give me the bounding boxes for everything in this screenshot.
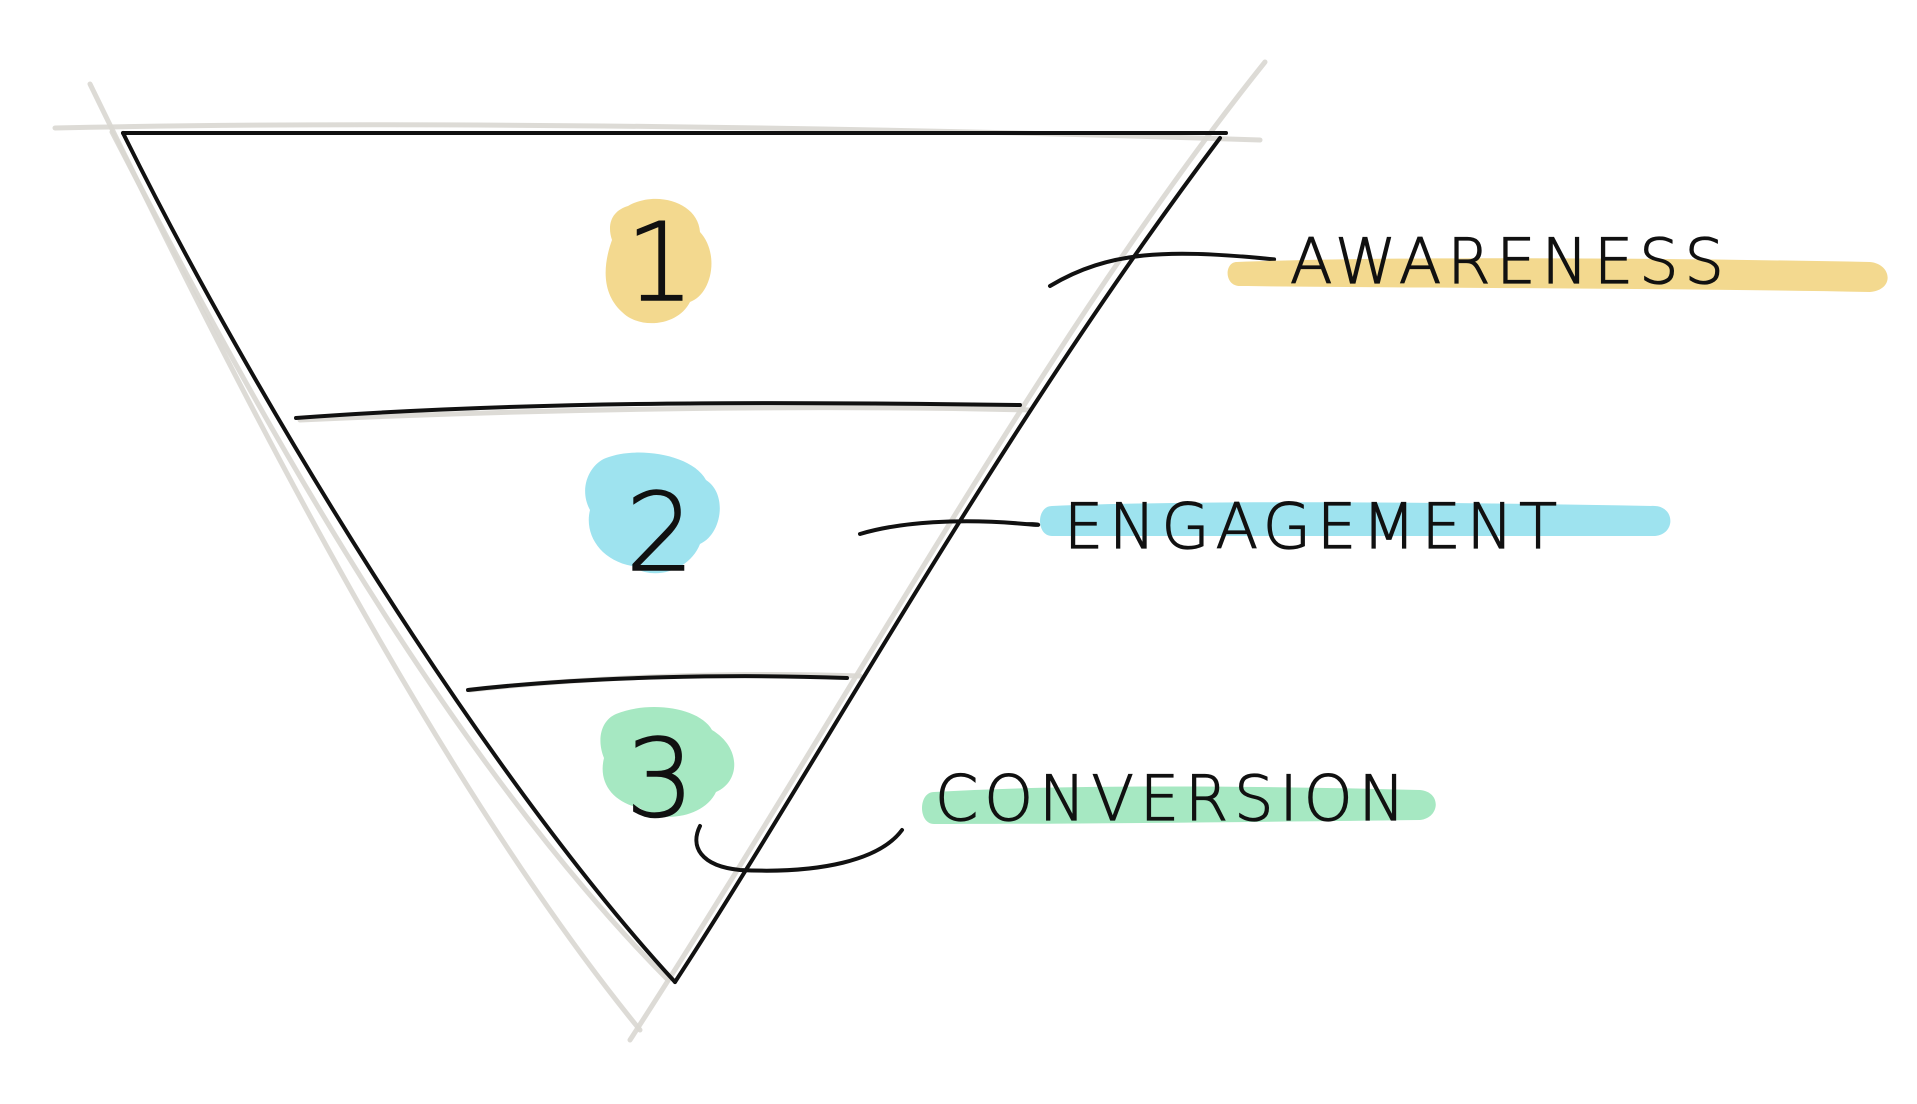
stage-number-3: 3: [626, 717, 695, 842]
leader-line-1: [1048, 251, 1277, 288]
number-blob-2: [585, 452, 720, 574]
stage-number-2: 2: [626, 471, 695, 596]
divider-1-2: [294, 401, 1022, 420]
stage-number-1: 1: [626, 201, 695, 326]
label-highlight-1: [1227, 258, 1888, 292]
stage-label-1: AWARENESS: [1290, 225, 1730, 298]
label-highlight-3: [922, 786, 1436, 824]
label-highlight-2: [1040, 502, 1671, 536]
leader-line-3: [694, 824, 904, 873]
stage-engagement: 2 ENGAGEMENT: [585, 452, 1671, 597]
number-blob-3: [600, 707, 735, 817]
stage-label-2: ENGAGEMENT: [1064, 490, 1563, 563]
stage-awareness: 1 AWARENESS: [605, 198, 1888, 327]
funnel-outline: [121, 131, 1228, 984]
leader-line-2: [858, 519, 1041, 536]
stage-conversion: 3 CONVERSION: [600, 707, 1436, 873]
stage-dividers: [294, 401, 1022, 692]
stage-label-3: CONVERSION: [935, 762, 1411, 835]
number-blob-1: [605, 198, 712, 324]
divider-2-3: [466, 674, 849, 692]
